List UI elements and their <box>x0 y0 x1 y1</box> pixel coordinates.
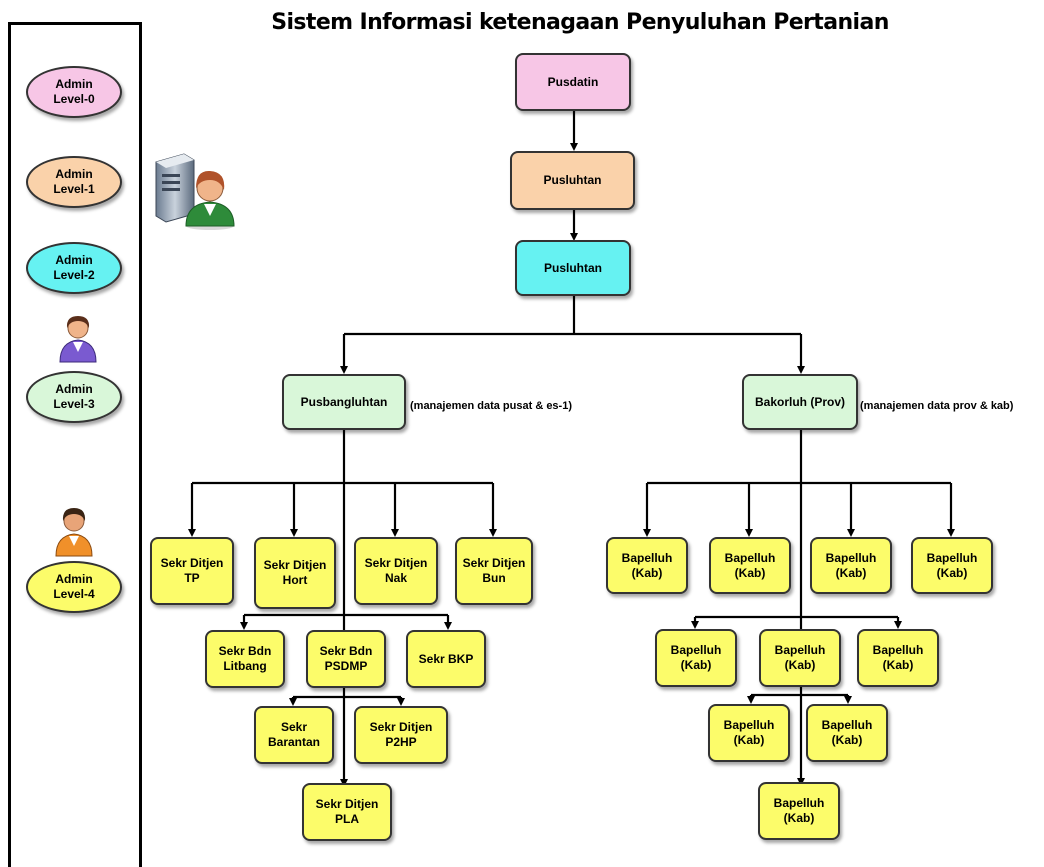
node-sekr-bdn-psdmp: Sekr Bdn PSDMP <box>306 630 386 688</box>
node-sekr-barantan: Sekr Barantan <box>254 706 334 764</box>
node-sekr-ditjen-nak: Sekr Ditjen Nak <box>354 537 438 605</box>
node-bakorluh: Bakorluh (Prov) <box>742 374 858 430</box>
node-pusdatin: Pusdatin <box>515 53 631 111</box>
user-orange-icon <box>55 508 93 557</box>
node-sekr-bkp: Sekr BKP <box>406 630 486 688</box>
legend-admin-level-3: Admin Level-3 <box>26 371 122 423</box>
legend-admin-level-0: Admin Level-0 <box>26 66 122 118</box>
node-sekr-ditjen-p2hp: Sekr Ditjen P2HP <box>354 706 448 764</box>
node-sekr-ditjen-tp: Sekr Ditjen TP <box>150 537 234 605</box>
node-sekr-ditjen-hort: Sekr Ditjen Hort <box>254 537 336 609</box>
node-bapelluh-kab-10: Bapelluh (Kab) <box>758 782 840 840</box>
note-pusat: (manajemen data pusat & es-1) <box>410 400 572 412</box>
node-pusluhtan-level-1: Pusluhtan <box>510 151 635 210</box>
node-sekr-ditjen-bun: Sekr Ditjen Bun <box>455 537 533 605</box>
legend-panel <box>8 22 142 867</box>
node-sekr-ditjen-pla: Sekr Ditjen PLA <box>302 783 392 841</box>
diagram-title: Sistem Informasi ketenagaan Penyuluhan P… <box>271 10 889 35</box>
note-prov: (manajemen data prov & kab) <box>860 400 1014 412</box>
node-bapelluh-kab-7: Bapelluh (Kab) <box>857 629 939 687</box>
node-bapelluh-kab-5: Bapelluh (Kab) <box>655 629 737 687</box>
node-sekr-bdn-litbang: Sekr Bdn Litbang <box>205 630 285 688</box>
server-user-icon <box>155 153 235 230</box>
node-pusluhtan-level-2: Pusluhtan <box>515 240 631 296</box>
node-bapelluh-kab-9: Bapelluh (Kab) <box>806 704 888 762</box>
node-bapelluh-kab-6: Bapelluh (Kab) <box>759 629 841 687</box>
legend-admin-level-2: Admin Level-2 <box>26 242 122 294</box>
node-bapelluh-kab-4: Bapelluh (Kab) <box>911 537 993 594</box>
node-bapelluh-kab-1: Bapelluh (Kab) <box>606 537 688 594</box>
user-purple-icon <box>59 316 97 363</box>
node-bapelluh-kab-8: Bapelluh (Kab) <box>708 704 790 762</box>
node-bapelluh-kab-2: Bapelluh (Kab) <box>709 537 791 594</box>
legend-admin-level-4: Admin Level-4 <box>26 561 122 613</box>
node-bapelluh-kab-3: Bapelluh (Kab) <box>810 537 892 594</box>
node-pusbangluhtan: Pusbangluhtan <box>282 374 406 430</box>
legend-admin-level-1: Admin Level-1 <box>26 156 122 208</box>
